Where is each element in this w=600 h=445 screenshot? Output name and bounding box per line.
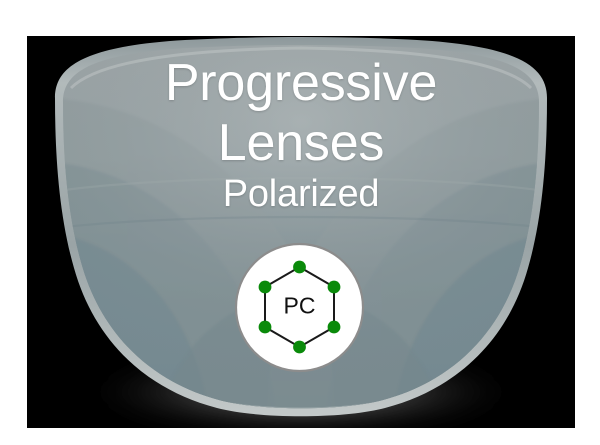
vertex-dot-icon [258,320,272,334]
vertex-dot-icon [327,320,341,334]
vertex-dot-icon [293,260,306,274]
material-badge[interactable]: PC [233,241,366,374]
zone-seam-upper [63,176,539,198]
vertex-dot-icon [258,280,272,294]
vertex-dot-icon [327,280,341,294]
product-image-backdrop: Progressive Lenses Polarized PC [27,36,575,428]
zone-seam-lower [63,215,539,234]
badge-label: PC [284,293,316,319]
vertex-dot-icon [293,340,306,354]
badge-circle [234,242,365,373]
lens-top-highlight [69,46,533,90]
